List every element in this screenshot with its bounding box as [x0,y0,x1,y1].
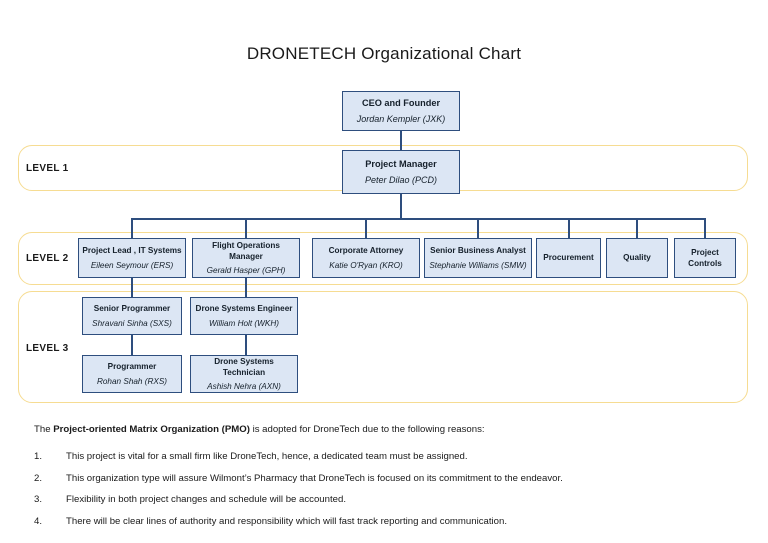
level-3-label: LEVEL 3 [26,343,69,354]
level-2-label: LEVEL 2 [26,253,69,264]
org-node-role: Senior Business Analyst [430,246,526,256]
org-node-person: Jordan Kempler (JXK) [356,114,446,125]
connector-drop-attorney [365,218,367,238]
reason-item: 2. This organization type will assure Wil… [34,472,734,486]
connector-level2-bus-bar [131,218,705,220]
narrative-block: The Project-oriented Matrix Organization… [34,423,734,536]
connector-drop-flight-ops [245,218,247,238]
org-node-role: Project Manager [365,158,437,169]
org-node-role: Project Lead , IT Systems [82,246,182,256]
connector-ceo-to-project-manager [400,131,402,150]
narrative-lead-suffix: is adopted for DroneTech due to the foll… [249,424,485,435]
org-node-person: Shravani Sinha (SXS) [92,318,172,328]
org-node-person: Katie O'Ryan (KRO) [329,260,403,270]
org-node-role: CEO and Founder [361,97,441,108]
org-node-role: Corporate Attorney [328,246,404,256]
org-node-drone-systems-technician[interactable]: Drone Systems Technician Ashish Nehra (A… [190,355,298,393]
org-node-flight-operations-manager[interactable]: Flight Operations Manager Gerald Hasper … [192,238,300,278]
reason-item: 3. Flexibility in both project changes an… [34,493,734,507]
reason-item: 4. There will be clear lines of authority… [34,515,734,529]
reason-text: There will be clear lines of authority a… [66,515,507,527]
org-node-role: Programmer [107,362,157,372]
org-node-role: Drone Systems Engineer [195,304,293,314]
narrative-lead-sentence: The Project-oriented Matrix Organization… [34,423,734,437]
connector-drop-analyst [477,218,479,238]
org-node-project-lead-it-systems[interactable]: Project Lead , IT Systems Eileen Seymour… [78,238,186,278]
narrative-lead-bold: Project-oriented Matrix Organization (PM… [53,424,250,435]
org-node-role-line-2: Controls [688,259,722,268]
reason-number: 2. [34,472,43,484]
reason-item: 1. This project is vital for a small firm… [34,450,734,464]
org-node-senior-programmer[interactable]: Senior Programmer Shravani Sinha (SXS) [82,297,182,335]
org-node-role: Senior Programmer [93,304,171,314]
reason-number: 4. [34,515,43,527]
org-node-role: Quality [623,253,651,263]
reason-number: 1. [34,451,43,463]
org-node-ceo[interactable]: CEO and Founder Jordan Kempler (JXK) [342,91,460,131]
connector-drop-quality [636,218,638,238]
reason-text: This organization type will assure Wilmo… [66,472,563,484]
connector-drone-engineer-to-technician [245,335,247,355]
reason-number: 3. [34,494,43,506]
page-title: DRONETECH Organizational Chart [246,44,522,63]
org-node-drone-systems-engineer[interactable]: Drone Systems Engineer William Holt (WKH… [190,297,298,335]
org-node-project-manager[interactable]: Project Manager Peter Dilao (PCD) [342,150,460,194]
org-node-role: Procurement [543,253,594,263]
org-node-programmer[interactable]: Programmer Rohan Shah (RXS) [82,355,182,393]
level-2-container [18,232,748,285]
org-node-corporate-attorney[interactable]: Corporate Attorney Katie O'Ryan (KRO) [312,238,420,278]
org-node-role: Flight Operations Manager [212,240,280,261]
org-node-role: Project [691,247,719,257]
connector-senior-programmer-to-programmer [131,335,133,355]
narrative-lead-prefix: The [34,424,54,435]
org-node-person: Ashish Nehra (AXN) [207,382,281,392]
org-node-project-controls[interactable]: Project Controls [674,238,736,278]
org-node-senior-business-analyst[interactable]: Senior Business Analyst Stephanie Willia… [424,238,532,278]
org-node-person: Peter Dilao (PCD) [364,175,438,186]
connector-drop-project-controls [704,218,706,238]
org-node-quality[interactable]: Quality [606,238,668,278]
connector-flight-ops-to-drone-engineer [245,278,247,297]
reason-text: This project is vital for a small firm l… [66,451,468,463]
org-node-procurement[interactable]: Procurement [536,238,601,278]
level-1-label: LEVEL 1 [26,163,69,174]
connector-drop-project-lead [131,218,133,238]
connector-project-manager-to-bus [400,194,402,219]
org-node-person: Stephanie Williams (SMW) [429,260,527,270]
reason-text: Flexibility in both project changes and … [66,494,346,506]
level-3-container [18,291,748,403]
connector-drop-procurement [568,218,570,238]
org-node-role: Drone Systems Technician [214,356,274,377]
org-node-person: William Holt (WKH) [209,318,279,328]
org-node-person: Eileen Seymour (ERS) [90,260,174,270]
reason-list: 1. This project is vital for a small firm… [34,450,734,529]
org-node-person: Rohan Shah (RXS) [96,376,168,386]
org-node-person: Gerald Hasper (GPH) [206,266,286,276]
connector-project-lead-to-senior-programmer [131,278,133,297]
